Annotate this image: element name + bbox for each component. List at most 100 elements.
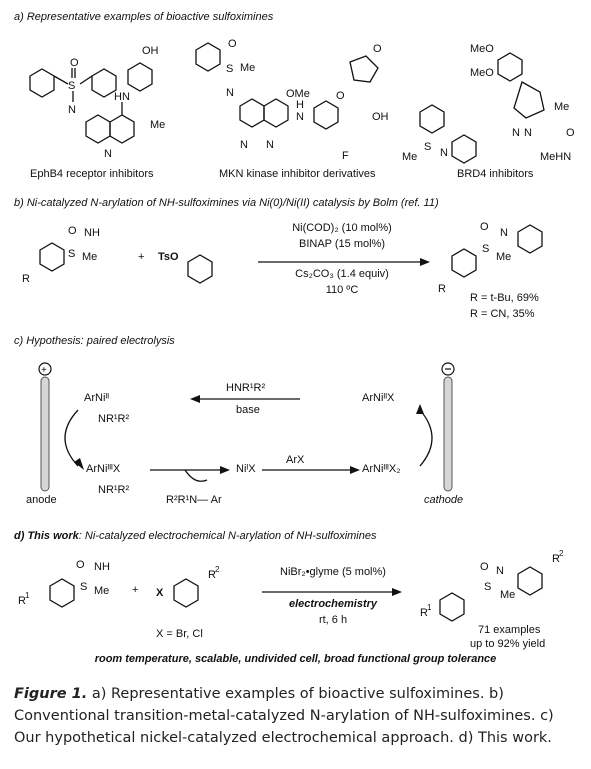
svg-text:N: N xyxy=(68,104,76,116)
svg-text:S: S xyxy=(424,141,431,153)
cathode-label: cathode xyxy=(424,494,464,506)
ephb4-structure: S O N N HN OH Me xyxy=(29,45,165,160)
svg-text:Me: Me xyxy=(150,119,165,131)
b-cond-1: Ni(COD)₂ (10 mol%) xyxy=(292,222,392,234)
svg-text:Me: Me xyxy=(240,62,255,74)
d-aryl-halide: X R 2 xyxy=(156,565,220,608)
ephb4-label: EphB4 receptor inhibitors xyxy=(30,168,154,180)
svg-text:OMe: OMe xyxy=(286,88,310,100)
svg-text:O: O xyxy=(373,43,382,55)
svg-text:R: R xyxy=(420,607,428,619)
svg-text:HN: HN xyxy=(114,91,130,103)
svg-text:S: S xyxy=(226,63,233,75)
b-result-2: R = CN, 35% xyxy=(470,308,535,320)
c-species-3: NiᴵX xyxy=(236,463,256,475)
svg-text:Me: Me xyxy=(496,251,511,263)
svg-text:+: + xyxy=(41,365,47,376)
svg-text:N: N xyxy=(440,147,448,159)
svg-text:R: R xyxy=(552,553,560,565)
svg-text:O: O xyxy=(566,127,575,139)
svg-text:Me: Me xyxy=(94,585,109,597)
svg-text:R: R xyxy=(18,595,26,607)
svg-text:N: N xyxy=(524,127,532,139)
d-plus: + xyxy=(132,584,139,596)
c-species-2-sub: NR¹R² xyxy=(98,484,130,496)
d-product: R 1 S O N Me R 2 xyxy=(420,549,564,622)
b-plus: + xyxy=(138,251,145,263)
panel-d-heading-bold: d) This work xyxy=(14,530,79,542)
svg-text:Me: Me xyxy=(402,151,417,163)
svg-text:OH: OH xyxy=(142,45,159,57)
c-species-4: ArNiᴵᴵᴵX₂ xyxy=(362,463,401,475)
brd4-structure: MeO MeO Me N N O MeHN S Me N xyxy=(402,43,575,164)
c-arx: ArX xyxy=(286,454,305,466)
svg-text:Me: Me xyxy=(82,251,97,263)
b-cond-3: Cs₂CO₃ (1.4 equiv) xyxy=(295,268,389,280)
panel-b-heading: b) Ni-catalyzed N-arylation of NH-sulfox… xyxy=(14,197,439,209)
svg-text:N: N xyxy=(266,139,274,151)
b-sulfoximine-reactant: R S O NH Me xyxy=(22,225,100,285)
svg-text:X: X xyxy=(156,587,164,599)
panel-d-heading: d) This work: Ni-catalyzed electrochemic… xyxy=(14,530,377,542)
figure-caption: Figure 1. a) Representative examples of … xyxy=(14,683,580,749)
svg-text:S: S xyxy=(484,581,491,593)
b-cond-2: BINAP (15 mol%) xyxy=(299,238,385,250)
mkn-label: MKN kinase inhibitor derivatives xyxy=(219,168,376,180)
d-result-2: up to 92% yield xyxy=(470,638,546,650)
svg-text:NH: NH xyxy=(84,227,100,239)
svg-text:MeO: MeO xyxy=(470,43,494,55)
brd4-label: BRD4 inhibitors xyxy=(457,168,534,180)
svg-text:2: 2 xyxy=(559,549,564,558)
caption-text: a) Representative examples of bioactive … xyxy=(14,686,554,746)
c-cathode-curve xyxy=(419,409,433,467)
d-footer: room temperature, scalable, undivided ce… xyxy=(94,653,497,665)
svg-text:O: O xyxy=(480,221,489,233)
svg-text:N: N xyxy=(296,111,304,123)
b-cond-4: 110 ºC xyxy=(325,284,359,296)
c-anode-curve xyxy=(64,409,79,467)
b-aryl-tosylate xyxy=(187,254,213,284)
svg-text:S: S xyxy=(80,581,87,593)
svg-text:1: 1 xyxy=(427,603,432,612)
svg-text:O: O xyxy=(480,561,489,573)
c-species-2: ArNiᴵᴵᴵX xyxy=(86,463,121,475)
svg-text:F: F xyxy=(342,150,349,162)
svg-text:R: R xyxy=(438,283,446,295)
d-cond-3: rt, 6 h xyxy=(318,614,348,626)
svg-text:N: N xyxy=(240,139,248,151)
svg-text:S: S xyxy=(68,248,75,260)
svg-text:2: 2 xyxy=(215,565,220,574)
svg-text:Me: Me xyxy=(500,589,515,601)
cathode-electrode xyxy=(441,362,455,492)
b-result-1: R = t-Bu, 69% xyxy=(470,292,539,304)
svg-text:MeO: MeO xyxy=(470,67,494,79)
b-reagent: TsO xyxy=(158,251,179,263)
d-cond-2: electrochemistry xyxy=(288,598,378,610)
svg-text:N: N xyxy=(226,87,234,99)
c-base: base xyxy=(236,404,260,416)
svg-text:R: R xyxy=(22,273,30,285)
svg-text:O: O xyxy=(228,38,237,50)
svg-text:N: N xyxy=(500,227,508,239)
mkn-structure: S O Me N OMe N N N H F O O OH xyxy=(195,38,389,162)
svg-text:N: N xyxy=(496,565,504,577)
svg-text:S: S xyxy=(482,243,489,255)
svg-text:OH: OH xyxy=(372,111,389,123)
d-cond-1: NiBr₂•glyme (5 mol%) xyxy=(280,566,386,578)
c-species-1-sub: NR¹R² xyxy=(98,413,130,425)
c-species-5: ArNiᴵᴵX xyxy=(362,392,395,404)
svg-text:MeHN: MeHN xyxy=(540,151,571,163)
caption-label: Figure 1. xyxy=(14,686,88,702)
c-product: R²R¹N— Ar xyxy=(166,494,222,506)
svg-text:O: O xyxy=(76,559,85,571)
svg-text:O: O xyxy=(336,90,345,102)
c-species-1: ArNiᴵᴵ xyxy=(84,392,110,404)
panel-c-heading: c) Hypothesis: paired electrolysis xyxy=(14,335,175,347)
svg-text:S: S xyxy=(68,80,75,92)
svg-text:N: N xyxy=(104,148,112,160)
b-product: R S O N Me xyxy=(438,221,543,295)
svg-text:O: O xyxy=(68,225,77,237)
c-amine: HNR¹R² xyxy=(226,382,266,394)
